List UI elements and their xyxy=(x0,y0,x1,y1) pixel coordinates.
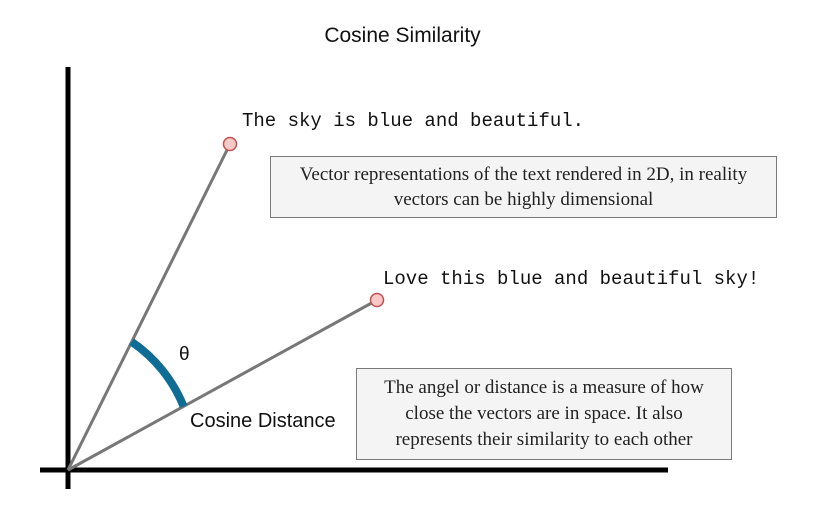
vector-a-line xyxy=(66,143,232,471)
angle-symbol: θ xyxy=(179,344,190,365)
vector-b-endpoint xyxy=(369,292,385,308)
vector-b-line xyxy=(67,298,378,472)
vector-b-label: Love this blue and beautiful sky! xyxy=(383,268,760,290)
diagram-title: Cosine Similarity xyxy=(324,24,481,47)
angle-arc xyxy=(129,338,188,408)
representation-note-text: Vector representations of the text rende… xyxy=(299,164,748,210)
vector-a-endpoint xyxy=(222,136,238,152)
measure-note: The angel or distance is a measure of ho… xyxy=(356,368,732,460)
cosine-distance-label: Cosine Distance xyxy=(190,410,336,432)
measure-note-text: The angel or distance is a measure of ho… xyxy=(384,377,704,450)
vector-a-label: The sky is blue and beautiful. xyxy=(242,110,585,132)
representation-note: Vector representations of the text rende… xyxy=(270,156,777,218)
